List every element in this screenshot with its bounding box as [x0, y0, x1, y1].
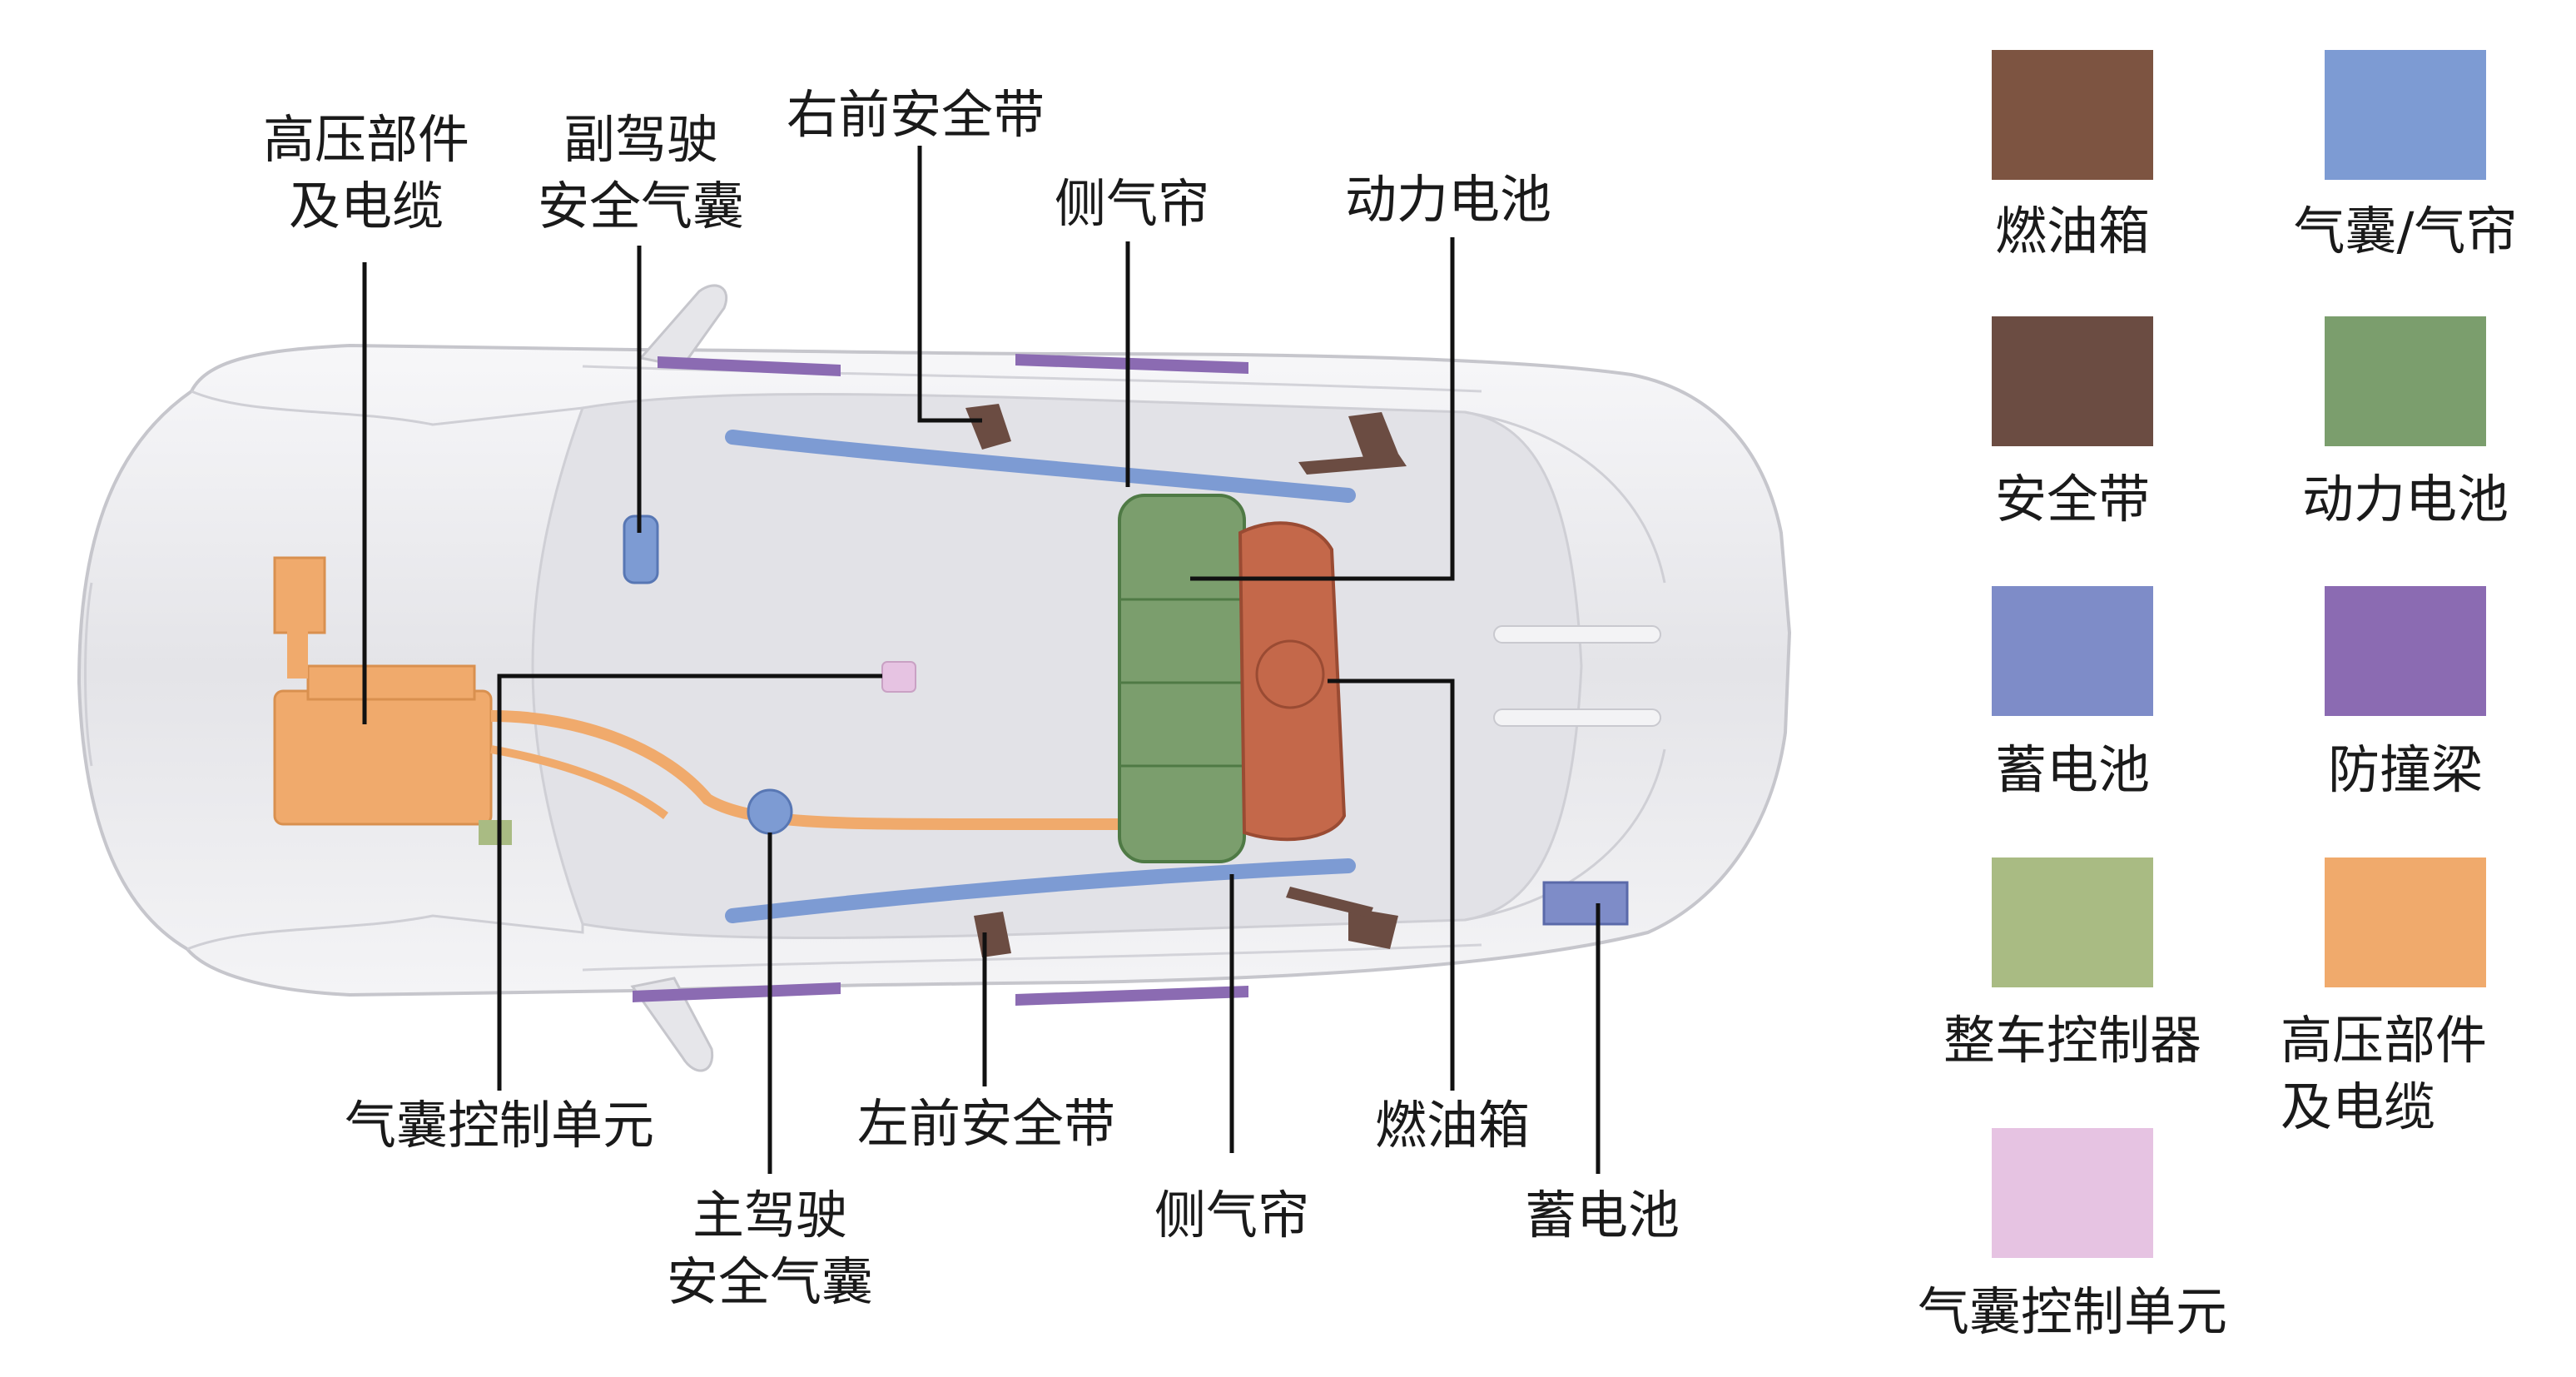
battery-part	[1542, 881, 1629, 926]
legend-swatch-hv-parts	[2325, 858, 2486, 987]
legend-label-airbag-curtain: 气囊/气帘	[2293, 201, 2518, 261]
callout-power-battery: 动力电池	[1344, 169, 1551, 230]
driver-airbag-part	[747, 788, 793, 835]
callout-driver-airbag: 主驾驶安全气囊	[666, 1185, 873, 1312]
crash-beam-parts	[633, 354, 1248, 1006]
leader-lines	[362, 146, 1601, 1174]
legend-swatch-power-battery	[2325, 316, 2486, 446]
vehicle-component-diagram	[77, 146, 1792, 1174]
legend-label-power-battery: 动力电池	[2301, 469, 2509, 529]
legend-label-battery: 蓄电池	[1994, 739, 2150, 800]
legend-swatch-vehicle-controller	[1992, 858, 2153, 987]
legend-label-airbag-control-unit: 气囊控制单元	[1917, 1281, 2227, 1342]
callout-side-curtain-bottom: 侧气帘	[1154, 1185, 1309, 1245]
legend-swatch-airbag-curtain	[2325, 50, 2486, 180]
side-curtain-airbags	[725, 430, 1356, 923]
legend-label-crash-beam: 防撞梁	[2327, 739, 2483, 800]
callout-battery: 蓄电池	[1524, 1185, 1680, 1245]
legend-swatch-airbag-control-unit	[1992, 1128, 2153, 1258]
legend-swatch-battery	[1992, 586, 2153, 716]
legend-label-fuel-tank: 燃油箱	[1994, 201, 2150, 261]
callout-passenger-airbag: 副驾驶安全气囊	[537, 109, 744, 236]
legend-label-hv-parts: 高压部件及电缆	[2281, 1010, 2488, 1137]
high-voltage-parts	[273, 556, 1140, 830]
legend-label-seat-belt: 安全带	[1994, 469, 2150, 529]
legend-swatch-seat-belt	[1992, 316, 2153, 446]
callout-right-front-belt: 右前安全带	[786, 84, 1045, 145]
callout-airbag-control-unit: 气囊控制单元	[344, 1095, 654, 1156]
callout-side-curtain-top: 侧气帘	[1054, 173, 1209, 234]
legend-swatch-fuel-tank	[1992, 50, 2153, 180]
vehicle-controller-part	[479, 820, 512, 845]
legend-swatch-crash-beam	[2325, 586, 2486, 716]
callout-fuel-tank: 燃油箱	[1374, 1095, 1530, 1156]
callout-hv-parts: 高压部件及电缆	[262, 109, 469, 236]
fuel-tank-part	[1238, 521, 1347, 842]
callout-left-front-belt: 左前安全带	[856, 1093, 1115, 1154]
airbag-control-unit-part	[881, 661, 916, 693]
legend-label-vehicle-controller: 整车控制器	[1943, 1010, 2201, 1071]
power-battery-part	[1118, 494, 1246, 863]
